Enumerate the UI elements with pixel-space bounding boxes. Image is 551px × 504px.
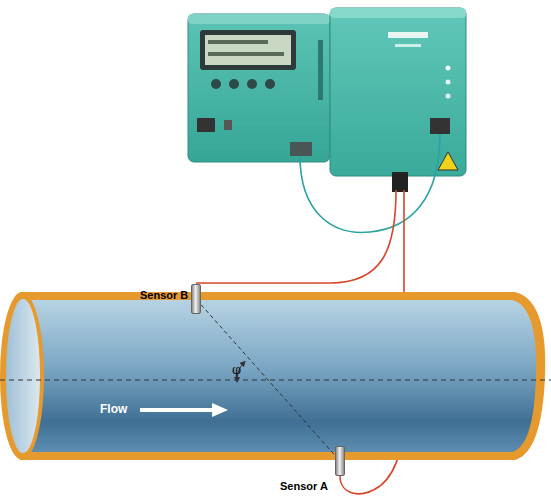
transmitter-unit <box>330 8 466 192</box>
network-cable <box>300 134 440 232</box>
sensor-label: Sensor B <box>140 289 188 301</box>
flow-arrow <box>140 403 228 417</box>
flow-label: Flow <box>100 402 127 416</box>
sensor-label: Sensor A <box>280 480 328 492</box>
ultrasonic-sensor: Sensor A <box>335 446 345 476</box>
pipe <box>0 292 545 460</box>
angle-symbol: φ <box>232 362 241 377</box>
ultrasonic-sensor: Sensor B <box>191 284 201 314</box>
sensor-cable <box>196 190 396 283</box>
pipe-axis <box>0 380 551 381</box>
ultrasonic-path <box>201 305 335 456</box>
controller-unit <box>188 14 330 162</box>
